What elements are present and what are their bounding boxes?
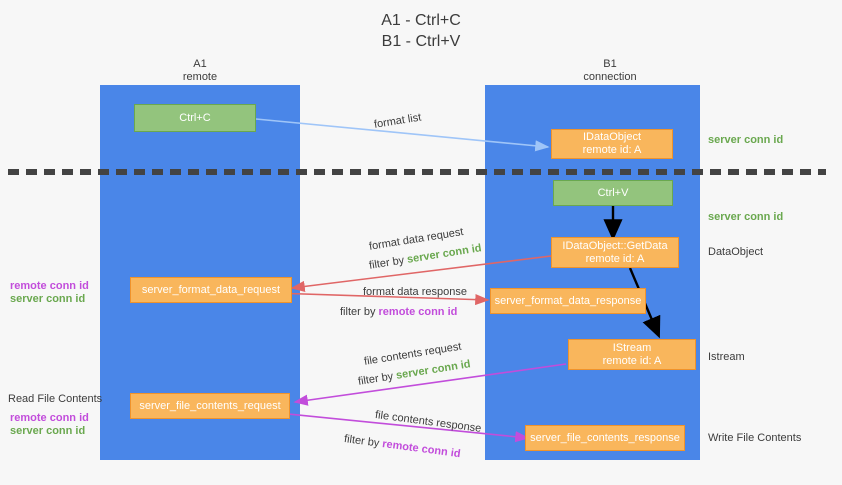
column-header-b1-role: connection bbox=[583, 71, 637, 83]
box-istream-label: IStream bbox=[612, 341, 652, 354]
label-format-data-response-filter: filter by remote conn id bbox=[340, 305, 457, 319]
column-header-a1-role: remote bbox=[182, 71, 218, 83]
annotation-server-conn-id-top: server conn id bbox=[708, 134, 784, 146]
box-server-format-data-response-label: server_format_data_response bbox=[494, 294, 642, 307]
box-server-file-contents-request[interactable]: server_file_contents_request bbox=[130, 393, 290, 419]
annotation-write-file-contents: Write File Contents bbox=[708, 432, 802, 444]
box-server-format-data-response[interactable]: server_format_data_response bbox=[490, 288, 646, 314]
box-idataobject[interactable]: IDataObject remote id: A bbox=[551, 129, 673, 159]
box-ctrl-c-label: Ctrl+C bbox=[179, 111, 211, 124]
label-format-data-response: format data response bbox=[363, 286, 467, 298]
box-ctrl-c[interactable]: Ctrl+C bbox=[134, 104, 256, 132]
box-idataobject-getdata[interactable]: IDataObject::GetData remote id: A bbox=[551, 237, 679, 268]
label-filter-prefix: filter by bbox=[340, 306, 379, 318]
box-ctrl-v-label: Ctrl+V bbox=[597, 186, 629, 199]
box-istream[interactable]: IStream remote id: A bbox=[568, 339, 696, 370]
column-header-b1: B1 connection bbox=[540, 58, 680, 84]
annotation-dataobject: DataObject bbox=[708, 246, 764, 258]
box-server-format-data-request-label: server_format_data_request bbox=[141, 283, 281, 296]
column-header-a1-name: A1 bbox=[193, 58, 207, 70]
annotation-server-conn-id-mid: server conn id bbox=[708, 211, 784, 223]
box-istream-remote-id: remote id: A bbox=[602, 354, 662, 367]
box-server-format-data-request[interactable]: server_format_data_request bbox=[130, 277, 292, 303]
box-idataobject-getdata-label: IDataObject::GetData bbox=[562, 239, 668, 252]
box-server-file-contents-response[interactable]: server_file_contents_response bbox=[525, 425, 685, 451]
box-idataobject-remote-id: remote id: A bbox=[582, 144, 642, 156]
arrow-file-contents-request bbox=[293, 363, 567, 406]
box-server-file-contents-request-label: server_file_contents_request bbox=[139, 399, 281, 412]
box-server-file-contents-response-label: server_file_contents_response bbox=[530, 431, 680, 444]
column-header-a1: A1 remote bbox=[130, 58, 270, 84]
annotation-remote-conn-id-2: remote conn id bbox=[10, 412, 89, 424]
arrow-format-data-request bbox=[290, 255, 552, 292]
box-idataobject-label: IDataObject bbox=[582, 131, 642, 143]
label-filter-key-remote-conn-id: remote conn id bbox=[378, 306, 458, 318]
box-idataobject-getdata-remote-id: remote id: A bbox=[585, 252, 645, 265]
annotation-read-file-contents: Read File Contents bbox=[8, 393, 103, 405]
annotation-istream: Istream bbox=[708, 351, 745, 363]
page-title: A1 - Ctrl+C B1 - Ctrl+V bbox=[381, 12, 461, 50]
annotation-server-conn-id-2: server conn id bbox=[10, 425, 86, 437]
column-header-b1-name: B1 bbox=[603, 58, 617, 70]
annotation-remote-conn-id-1: remote conn id bbox=[10, 280, 89, 292]
arrow-format-list bbox=[255, 118, 550, 152]
annotation-server-conn-id-1: server conn id bbox=[10, 293, 86, 305]
box-ctrl-v[interactable]: Ctrl+V bbox=[553, 180, 673, 206]
